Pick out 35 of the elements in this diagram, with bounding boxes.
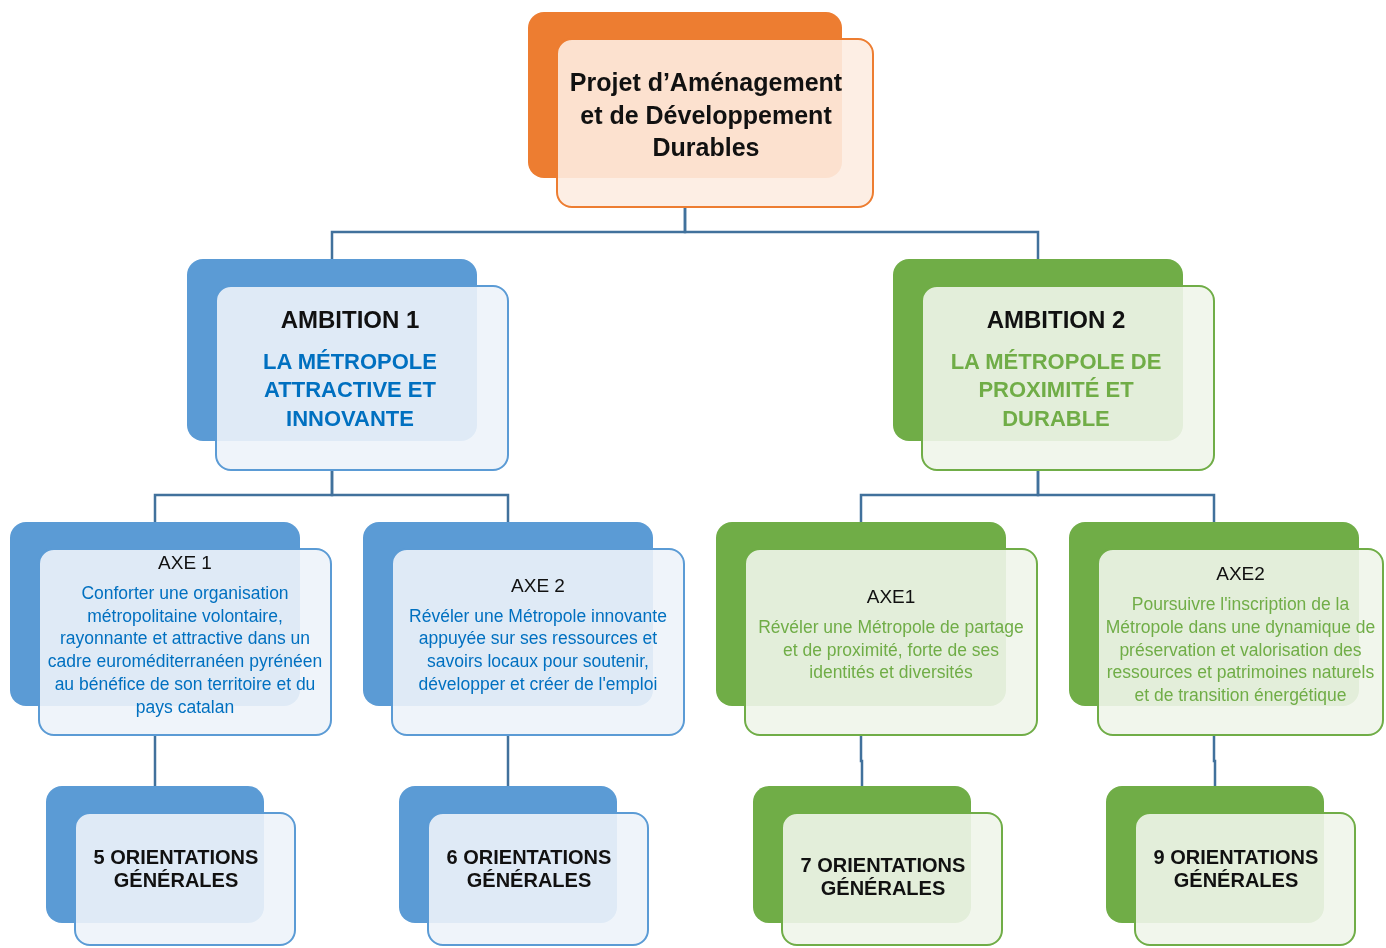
card-description: Révéler une Métropole de partage et de proximité, forte de ses identités et diversités [757, 615, 1025, 685]
card [1097, 548, 1384, 736]
card-heading: AXE1 [866, 585, 916, 608]
card [427, 812, 649, 946]
card [556, 38, 874, 208]
card [1134, 812, 1356, 946]
connector-line [1036, 471, 1216, 522]
card [744, 548, 1038, 736]
card [38, 548, 332, 736]
card [74, 812, 296, 946]
card-heading: 7 ORIENTATIONS GÉNÉRALES [799, 854, 967, 900]
card-heading: AMBITION 2 [986, 305, 1126, 334]
card-heading: AXE2 [1216, 563, 1265, 586]
card [391, 548, 685, 736]
card [781, 812, 1003, 946]
card [215, 285, 509, 471]
card-heading: AMBITION 1 [280, 305, 420, 334]
card-heading: AXE 2 [511, 574, 565, 597]
connector-line [683, 208, 1040, 259]
card-heading: Projet d’Aménagement et de Développement Durables [568, 67, 844, 164]
card-heading: 9 ORIENTATIONS GÉNÉRALES [1152, 846, 1320, 892]
connector-line [1212, 736, 1217, 786]
card-description: Poursuivre l'inscription de la Métropole dans une dynamique de préservation et valorisation des ressources et patrimoines naturels et de transition énergétique [1104, 593, 1377, 707]
card-heading: AXE 1 [158, 551, 212, 574]
connector-line [330, 471, 510, 522]
card-heading: 6 ORIENTATIONS GÉNÉRALES [445, 846, 613, 892]
card-description: Révéler une Métropole innovante appuyée sur ses ressources et savoirs locaux pour soutenir, développer et créer de l'emploi [408, 604, 668, 696]
card-description: LA MÉTROPOLE ATTRACTIVE ET INNOVANTE [262, 347, 438, 433]
card-description: Conforter une organisation métropolitaine volontaire, rayonnante et attractive dans un cadre euroméditerranéen pyrénéen au bénéfice de son territoire et du pays catalan [46, 581, 324, 719]
connector-line [506, 736, 510, 786]
card-description: LA MÉTROPOLE DE PROXIMITÉ ET DURABLE [949, 347, 1163, 433]
connector-line [859, 736, 864, 786]
card-heading: 5 ORIENTATIONS GÉNÉRALES [92, 846, 260, 892]
connector-line [153, 736, 157, 786]
card [921, 285, 1215, 471]
